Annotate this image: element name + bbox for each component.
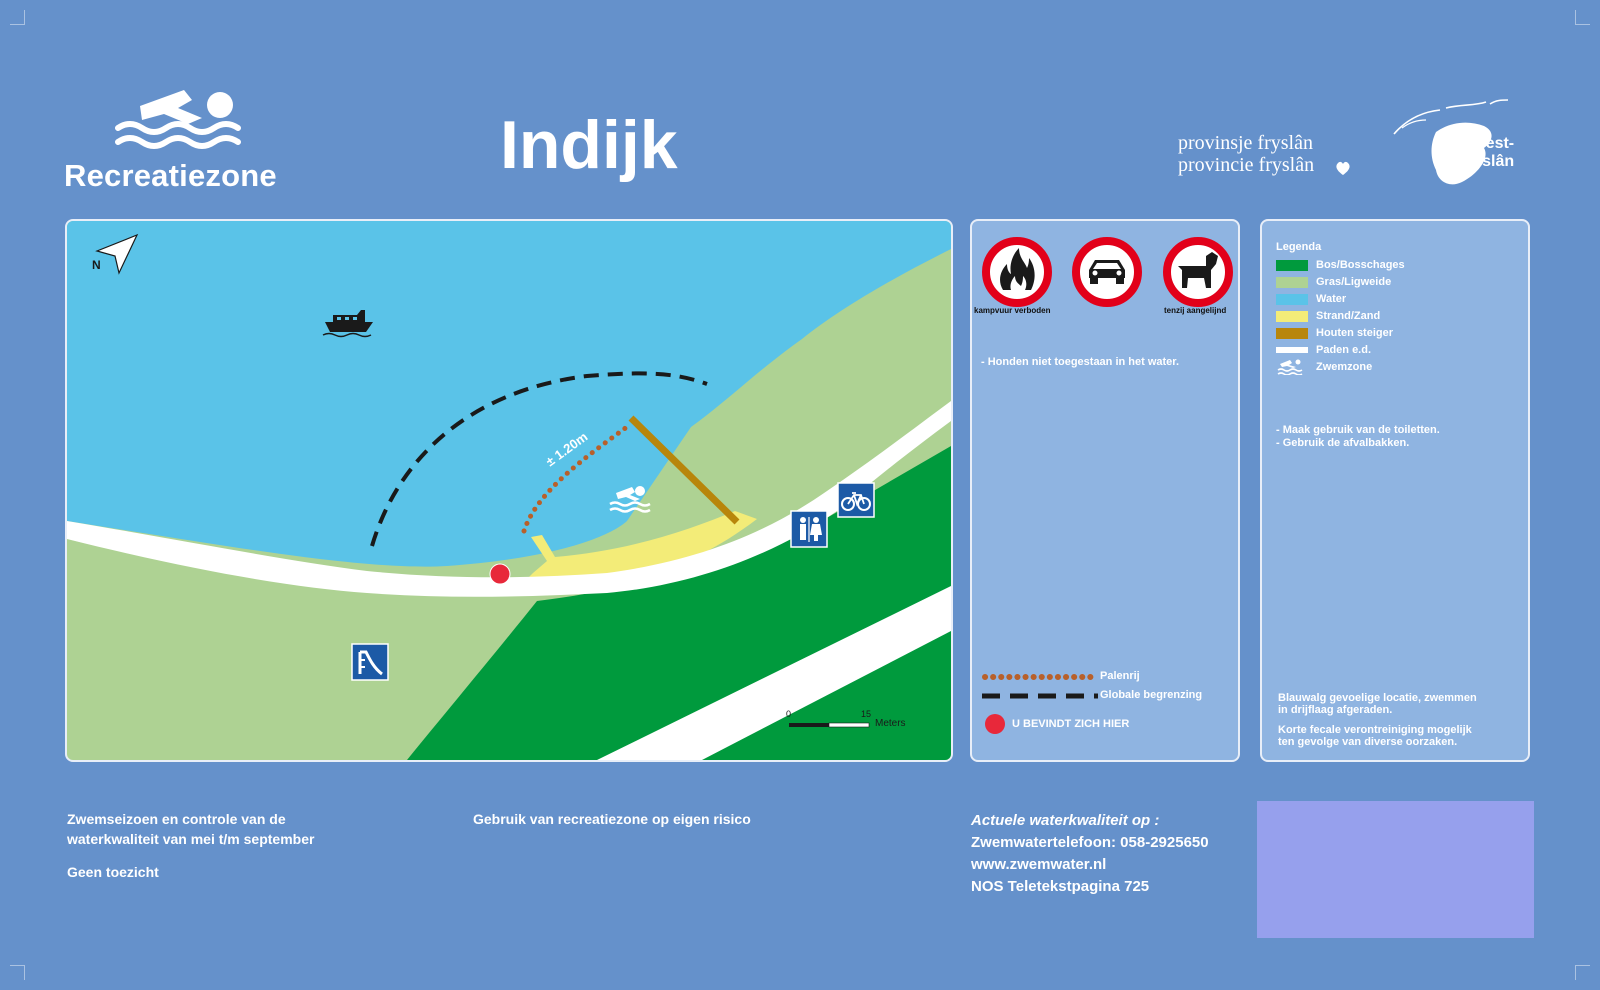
- tip-line: - Gebruik de afvalbakken.: [1276, 437, 1410, 449]
- pole-row-line: [521, 421, 634, 534]
- tip-line: - Maak gebruik van de toiletten.: [1276, 424, 1440, 436]
- legend-item: Houten steiger: [1276, 325, 1393, 341]
- you-are-here-marker: [489, 563, 511, 585]
- zone-label: Recreatiezone: [64, 158, 277, 193]
- you-are-here-symbol: [985, 714, 1005, 734]
- toilet-icon: [790, 510, 828, 548]
- legend-label: Gras/Ligweide: [1316, 276, 1392, 288]
- scale-unit: Meters: [875, 718, 906, 729]
- supervision-info: Geen toezicht: [67, 864, 159, 880]
- quality-heading: Actuele waterkwaliteit op :: [971, 812, 1160, 829]
- phone-info: Zwemwatertelefoon: 058-2925650: [971, 834, 1209, 851]
- municipality-logo: Súdwest- Fryslân: [1443, 135, 1514, 171]
- website-link[interactable]: www.zwemwater.nl: [971, 856, 1107, 873]
- season-line: waterkwaliteit van mei t/m september: [67, 831, 315, 847]
- playground-slide-icon: [351, 643, 389, 681]
- legend-item: Water: [1276, 291, 1346, 307]
- legend-label: Houten steiger: [1316, 327, 1394, 339]
- scale-end: 15: [861, 709, 872, 719]
- crop-mark: [10, 965, 25, 980]
- photo-placeholder: [1257, 801, 1534, 938]
- swimmer-logo-icon: [115, 90, 241, 149]
- warning-line: in drijflaag afgeraden.: [1278, 704, 1393, 716]
- zone-boundary-line: [370, 371, 708, 547]
- season-line: Zwemseizoen en controle van de: [67, 811, 286, 827]
- legend-label: Zwemzone: [1316, 361, 1373, 373]
- legend-item: Zwemzone: [1276, 359, 1372, 375]
- province-line: provinsje fryslân: [1178, 132, 1313, 154]
- north-label: N: [92, 258, 101, 272]
- scale-start: 0: [786, 709, 792, 719]
- legend-swatch: [1276, 310, 1308, 322]
- page-title: Indijk: [500, 107, 678, 183]
- sign-caption: tenzij aangelijnd: [1164, 306, 1227, 315]
- scale-bar: [789, 722, 870, 728]
- crop-mark: [10, 10, 25, 25]
- legend-tips: - Maak gebruik van de toiletten. - Gebru…: [1276, 424, 1440, 450]
- blue-algae-warning: Blauwalg gevoelige locatie, zwemmen in d…: [1278, 692, 1477, 716]
- path-upper: [67, 401, 951, 597]
- legend-swatch: [1276, 276, 1308, 288]
- province-logo: provinsje fryslân provincie fryslân: [1178, 132, 1314, 176]
- north-arrow-icon: [95, 233, 139, 275]
- heart-icon: [1336, 161, 1350, 175]
- fecal-warning: Korte fecale verontreiniging mogelijk te…: [1278, 724, 1472, 748]
- legend-label: Paden e.d.: [1316, 344, 1372, 356]
- risk-info: Gebruik van recreatiezone op eigen risic…: [473, 811, 751, 827]
- municipality-line: Fryslân: [1457, 153, 1515, 170]
- crop-mark: [1575, 965, 1590, 980]
- legend-label: Strand/Zand: [1316, 310, 1381, 322]
- legend-heading: Legenda: [1276, 241, 1322, 253]
- legend-panel: Legenda Bos/Bosschages Gras/Ligweide Wat…: [1260, 219, 1530, 762]
- teletext-info: NOS Teletekstpagina 725: [971, 878, 1150, 895]
- municipality-map-icon: [1393, 99, 1509, 185]
- swimmer-icon: [609, 486, 651, 513]
- rules-note: - Honden niet toegestaan in het water.: [981, 356, 1180, 368]
- boundary-symbol: [982, 693, 1098, 699]
- legend-item: Bos/Bosschages: [1276, 257, 1405, 273]
- legend-swatch: [1276, 327, 1308, 339]
- beach-area: [525, 511, 757, 581]
- sign-caption: kampvuur verboden: [974, 306, 1051, 315]
- key-label: Globale begrenzing: [1100, 689, 1203, 701]
- legend-label: Water: [1316, 293, 1347, 305]
- no-dogs-icon: [1163, 237, 1233, 307]
- warning-line: Korte fecale verontreiniging mogelijk: [1278, 724, 1472, 736]
- legend-label: Bos/Bosschages: [1316, 259, 1405, 271]
- warning-line: Blauwalg gevoelige locatie, zwemmen: [1278, 692, 1477, 704]
- path-lower: [597, 586, 951, 760]
- map-panel: N ± 1.20m 0 15 Meters: [65, 219, 953, 762]
- map-canvas: [67, 221, 951, 760]
- boat-icon: [322, 310, 373, 338]
- wooden-jetty: [628, 415, 740, 525]
- crop-mark: [1575, 10, 1590, 25]
- legend-item: Paden e.d.: [1276, 342, 1371, 358]
- legend-item: Strand/Zand: [1276, 308, 1380, 324]
- pole-row-symbol: [982, 674, 1098, 680]
- bicycle-icon: [837, 482, 875, 518]
- water-area: [67, 221, 951, 567]
- legend-swatch: [1276, 259, 1308, 271]
- municipality-line: Súdwest-: [1443, 135, 1515, 152]
- key-label: Palenrij: [1100, 670, 1140, 682]
- rules-panel: kampvuur verboden tenzij aangelijnd - Ho…: [970, 219, 1240, 762]
- key-label: U BEVINDT ZICH HIER: [1012, 718, 1130, 730]
- legend-swatch: [1276, 347, 1308, 353]
- province-line: provincie fryslân: [1178, 154, 1315, 176]
- no-campfire-icon: [982, 237, 1052, 307]
- no-cars-icon: [1072, 237, 1142, 307]
- swim-zone-icon: [1277, 359, 1303, 375]
- warning-line: ten gevolge van diverse oorzaken.: [1278, 736, 1458, 748]
- legend-item: Gras/Ligweide: [1276, 274, 1391, 290]
- season-info: Zwemseizoen en controle van de waterkwal…: [67, 809, 314, 849]
- legend-swatch: [1276, 293, 1308, 305]
